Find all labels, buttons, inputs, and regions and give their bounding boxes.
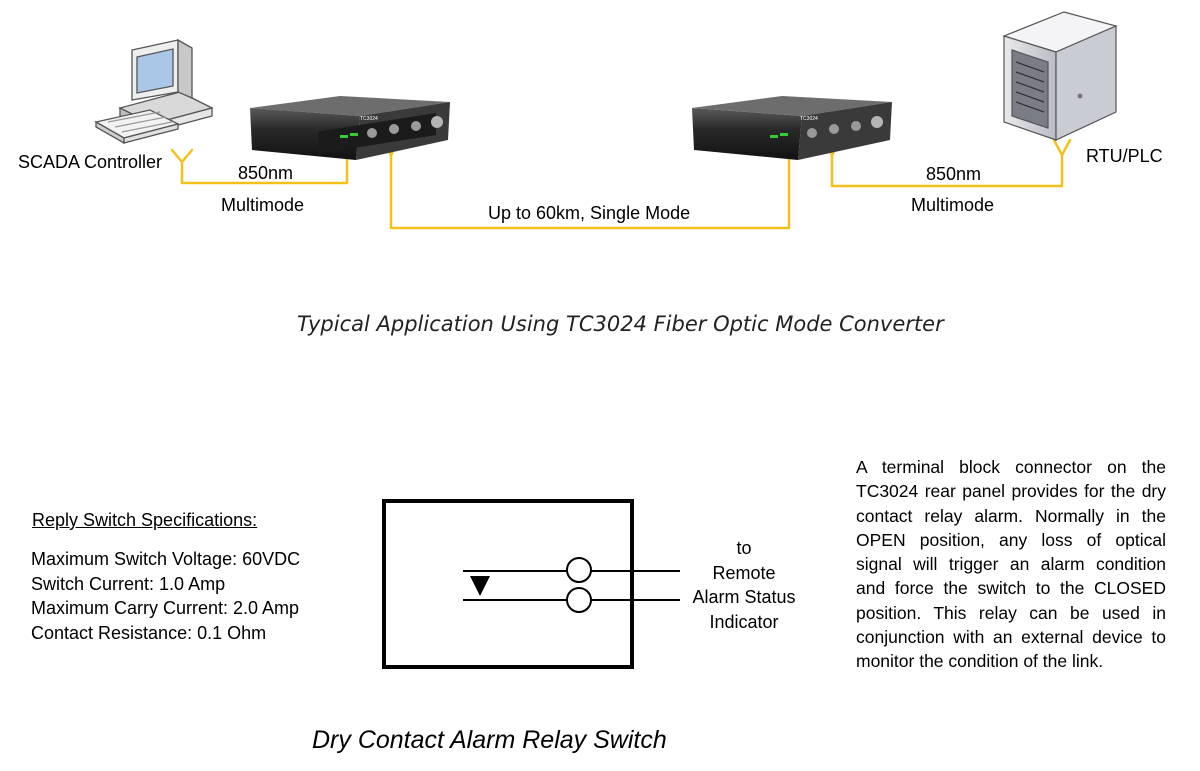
fiber-single-mode <box>389 153 791 230</box>
rtu-plc-label: RTU/PLC <box>1086 146 1163 166</box>
relay-box <box>382 499 634 669</box>
switch-arrow-icon <box>470 576 490 596</box>
spec-title: Reply Switch Specifications: <box>32 510 258 530</box>
single-mode-link-label: Up to 60km, Single Mode <box>488 203 691 223</box>
media-converter-left-icon: TC3024 <box>250 96 450 160</box>
fiber-left-multimode <box>180 153 349 185</box>
relay-caption: Dry Contact Alarm Relay Switch <box>312 726 667 754</box>
svg-text:TC3024: TC3024 <box>800 116 818 122</box>
right-mode-label: Multimode <box>911 195 995 215</box>
relay-switch-diagram <box>382 499 680 669</box>
terminal-lower <box>566 587 592 613</box>
left-mode-label: Multimode <box>221 195 305 215</box>
spec-carry-current: Maximum Carry Current: 2.0 Amp <box>31 598 300 618</box>
left-wavelength-label: 850nm <box>238 163 294 183</box>
application-caption: Typical Application Using TC3024 Fiber O… <box>297 312 944 336</box>
media-converter-right-icon: TC3024 <box>692 96 892 160</box>
fiber-right-multimode <box>830 153 1064 188</box>
spec-contact-resistance: Contact Resistance: 0.1 Ohm <box>31 622 267 643</box>
computer-icon <box>94 38 214 145</box>
spec-list: Maximum Switch Voltage: 60VDC Switch Cur… <box>31 547 300 645</box>
scada-controller-label: SCADA Controller <box>18 152 163 172</box>
terminal-upper <box>566 557 592 583</box>
spec-max-voltage: Maximum Switch Voltage: 60VDC <box>31 549 301 569</box>
svg-text:TC3024: TC3024 <box>360 116 378 122</box>
right-wavelength-label: 850nm <box>926 164 982 184</box>
remote-alarm-label: to Remote Alarm Status Indicator <box>692 538 796 632</box>
rtu-cabinet-icon <box>1002 11 1118 141</box>
spec-switch-current: Switch Current: 1.0 Amp <box>31 573 226 594</box>
relay-description: A terminal block connector on the TC3024… <box>856 457 1166 672</box>
